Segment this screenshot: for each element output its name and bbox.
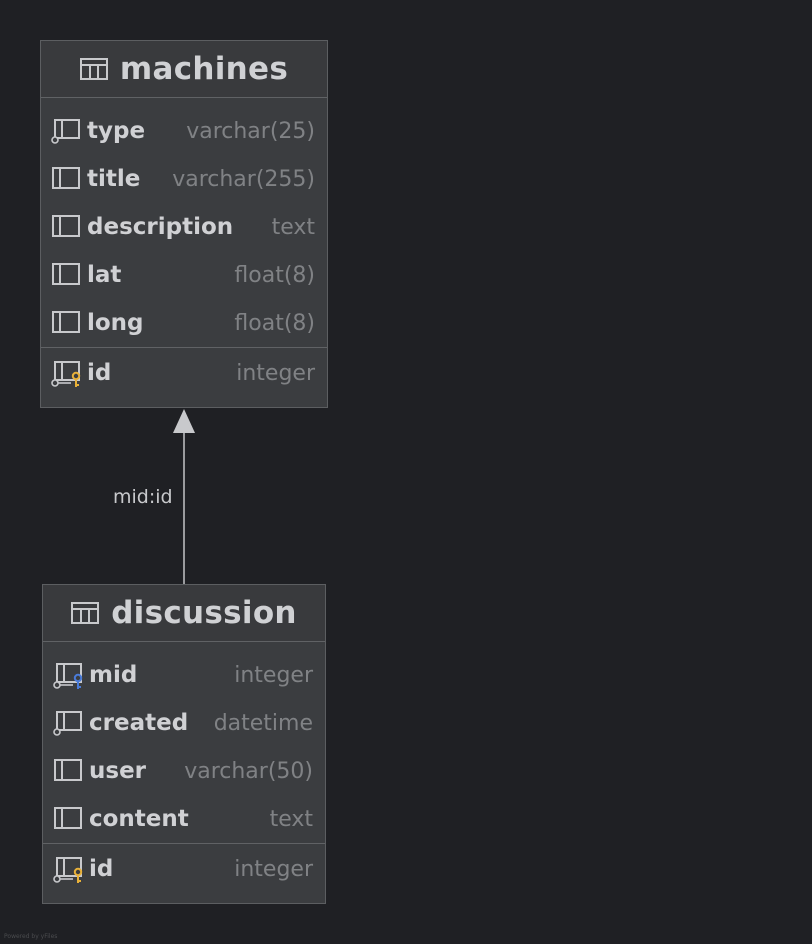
column-row-long[interactable]: long float(8) <box>41 299 327 347</box>
table-machines[interactable]: machines type varchar(25) title varchar(… <box>40 40 328 408</box>
table-name: machines <box>119 51 289 87</box>
column-name: content <box>89 806 189 832</box>
key-separator <box>41 347 327 348</box>
primary-key-icon <box>51 361 81 387</box>
index-column-icon <box>51 119 80 144</box>
column-type: text <box>271 214 315 240</box>
column-icon <box>52 263 80 285</box>
primary-key-icon <box>53 857 83 883</box>
column-icon <box>52 215 80 237</box>
column-row-created[interactable]: created datetime <box>43 699 325 747</box>
column-type: varchar(255) <box>172 166 315 192</box>
column-name: created <box>89 710 189 736</box>
column-name: mid <box>89 662 138 688</box>
column-name: id <box>87 360 112 386</box>
column-icon <box>54 807 82 829</box>
column-name: user <box>89 758 147 784</box>
column-type: integer <box>236 360 315 386</box>
column-type: integer <box>234 662 313 688</box>
table-discussion[interactable]: discussion mid integer created dateti <box>42 584 326 904</box>
column-icon <box>54 759 82 781</box>
column-name: title <box>87 166 141 192</box>
index-column-icon <box>53 711 82 736</box>
column-row-id[interactable]: id integer <box>43 844 325 894</box>
column-row-title[interactable]: title varchar(255) <box>41 155 327 203</box>
relation-edge[interactable] <box>160 400 210 590</box>
foreign-key-icon <box>53 663 83 689</box>
column-row-mid[interactable]: mid integer <box>43 651 325 699</box>
column-icon <box>52 167 80 189</box>
key-separator <box>43 843 325 844</box>
relation-label: mid:id <box>113 486 173 508</box>
column-type: float(8) <box>234 310 315 336</box>
column-type: text <box>269 806 313 832</box>
column-row-user[interactable]: user varchar(50) <box>43 747 325 795</box>
table-name: discussion <box>111 595 297 631</box>
table-icon <box>71 602 100 624</box>
table-header[interactable]: machines <box>41 41 327 98</box>
column-row-type[interactable]: type varchar(25) <box>41 107 327 155</box>
watermark: Powered by yFiles <box>4 933 58 940</box>
column-row-id[interactable]: id integer <box>41 348 327 398</box>
column-row-lat[interactable]: lat float(8) <box>41 251 327 299</box>
column-type: varchar(25) <box>186 118 315 144</box>
column-name: lat <box>87 262 122 288</box>
column-type: varchar(50) <box>184 758 313 784</box>
column-type: float(8) <box>234 262 315 288</box>
table-icon <box>79 58 108 80</box>
column-icon <box>52 311 80 333</box>
arrowhead-icon <box>173 409 195 433</box>
column-name: type <box>87 118 146 144</box>
column-name: id <box>89 856 114 882</box>
column-name: long <box>87 310 144 336</box>
column-type: datetime <box>213 710 313 736</box>
column-row-description[interactable]: description text <box>41 203 327 251</box>
table-header[interactable]: discussion <box>43 585 325 642</box>
column-row-content[interactable]: content text <box>43 795 325 843</box>
column-type: integer <box>234 856 313 882</box>
column-name: description <box>87 214 234 240</box>
